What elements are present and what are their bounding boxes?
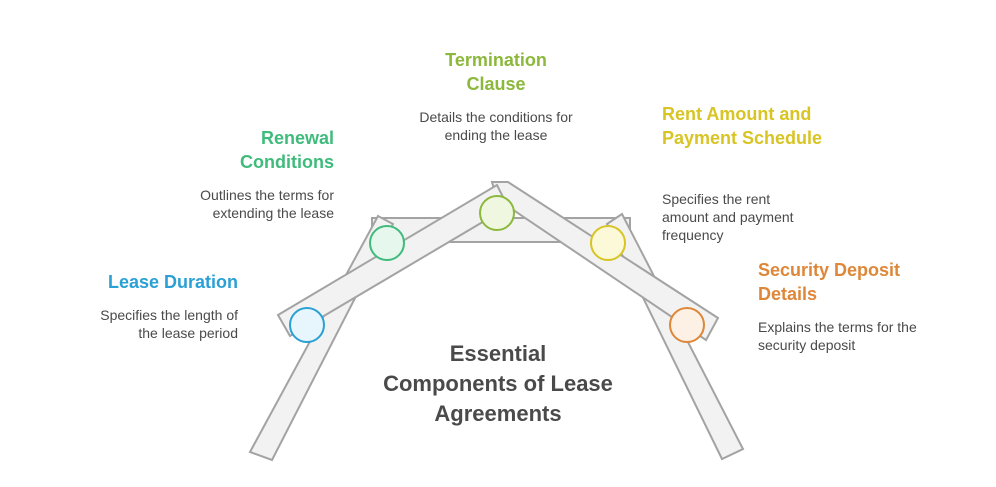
rent-amount-title: Rent Amount and Payment Schedule xyxy=(662,104,823,148)
lease-duration-title: Lease Duration xyxy=(107,272,238,292)
security-deposit-title: Security Deposit Details xyxy=(758,260,901,304)
termination-clause-desc: Details the conditions for ending the le… xyxy=(419,109,573,143)
marker-security-deposit xyxy=(669,307,705,343)
rent-amount-desc: Specifies the rent amount and payment fr… xyxy=(662,191,794,243)
left-leg-beam xyxy=(248,214,395,462)
marker-lease-duration xyxy=(289,307,325,343)
marker-termination-clause xyxy=(479,195,515,231)
marker-rent-amount xyxy=(590,225,626,261)
security-deposit-desc: Explains the terms for the security depo… xyxy=(758,319,917,353)
renewal-conditions-desc: Outlines the terms for extending the lea… xyxy=(200,187,334,221)
renewal-conditions-title: Renewal Conditions xyxy=(240,128,334,172)
marker-renewal-conditions xyxy=(369,225,405,261)
diagram-title: Essential Components of Lease Agreements xyxy=(383,341,613,426)
lease-duration-desc: Specifies the length of the lease period xyxy=(100,307,238,341)
termination-clause-title: Termination Clause xyxy=(445,50,547,94)
